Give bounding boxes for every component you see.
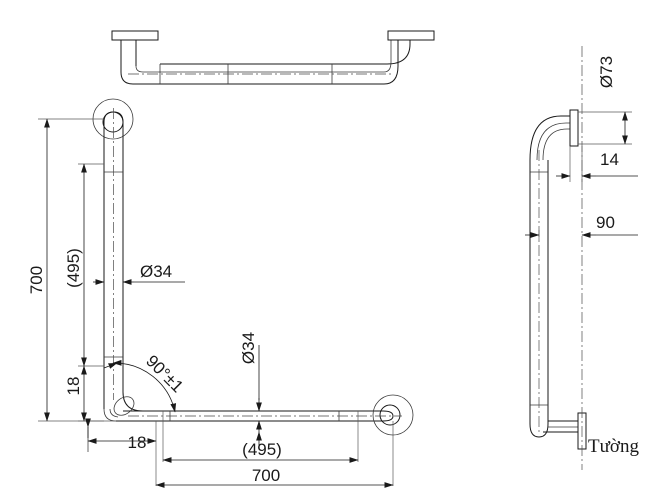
dim-wall-standoff: 90: [596, 213, 615, 232]
side-view-geometry: [529, 46, 587, 470]
dim-vertical-overall: 700: [27, 266, 46, 294]
front-view-dimensions: [38, 118, 394, 488]
dim-horizontal-overall: 700: [252, 466, 280, 485]
dim-tube-diameter-horizontal: Ø34: [239, 332, 258, 364]
top-view-geometry: [111, 30, 435, 85]
dim-vertical-offset: 18: [64, 377, 83, 396]
dim-tube-diameter-vertical: Ø34: [140, 262, 172, 281]
dim-horizontal-inner: (495): [242, 440, 282, 459]
dim-flange-diameter: Ø73: [597, 56, 616, 88]
dim-vertical-inner: (495): [64, 248, 83, 288]
dim-flange-thickness: 14: [600, 150, 619, 169]
dim-horizontal-offset: 18: [128, 433, 147, 452]
side-view-dimensions: [525, 111, 638, 240]
wall-label: Tường: [588, 436, 639, 457]
